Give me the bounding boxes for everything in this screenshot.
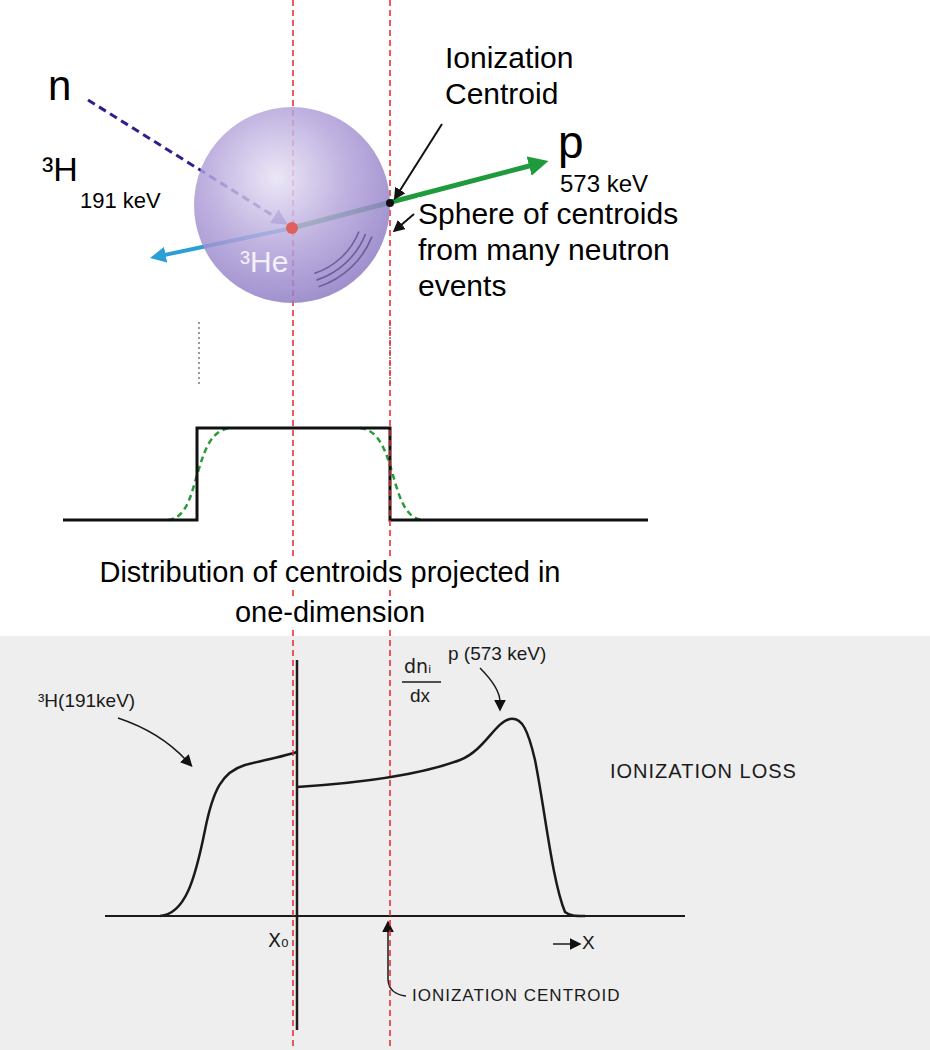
sphere-body [194,107,390,303]
axis-label: dx [410,685,430,706]
axis-label: X₀ [268,929,289,951]
energy-label: 573 keV [560,170,648,197]
shell-arc [314,232,359,274]
centroid-sphere: ³He [194,107,390,303]
callout-label: Ionization Centroid [445,41,573,110]
triton-curve [160,752,297,916]
projection-guide [198,322,200,384]
label-anchor: Sphere of centroids from many neutron ev… [418,196,728,304]
callout-label: Sphere of centroids from many neutron ev… [418,197,678,302]
axis-label: dnᵢ [404,655,432,677]
capture-point [286,222,298,234]
leader-arrow [118,718,186,760]
leader-arrow [480,668,500,702]
energy-label: 191 keV [80,188,161,213]
centroid-point [386,199,394,207]
label-anchor: dx [410,685,430,707]
curve-label: ³H(191keV) [38,690,135,711]
shell-arc [319,237,372,287]
plot-title: IONIZATION LOSS [610,760,797,782]
label-anchor: dnᵢ [404,656,432,678]
node-text: ³He [240,245,288,279]
plot-panel [0,636,930,1050]
label-anchor: 573 keV [560,170,648,198]
reference-line [389,0,391,1050]
label-anchor: IONIZATION CENTROID [412,986,621,1006]
particle-label: n [48,62,71,109]
proton-curve [297,719,585,916]
leader-arrow [399,124,442,192]
label-anchor: IONIZATION LOSS [610,760,797,783]
label-anchor: Distribution of centroids projected in o… [90,552,570,632]
label-anchor: Ionization Centroid [445,40,615,112]
distribution-caption: Distribution of centroids projected in o… [99,556,560,628]
label-anchor: 191 keV [80,188,161,213]
smeared-edge [168,428,230,520]
particle-label: p [558,116,584,168]
label-anchor: p (573 keV) [448,643,546,665]
curve-label: p (573 keV) [448,643,546,664]
sphere-outline [194,107,390,303]
label-anchor: n [48,62,71,110]
x-axis [105,915,685,917]
origin-line [296,660,299,1030]
particle-label: ³H [42,150,78,188]
callout-label: IONIZATION CENTROID [412,986,621,1005]
label-anchor: p [558,116,584,169]
label-anchor: X [582,932,595,954]
leader-arrow [400,214,414,226]
label-anchor: ³H(191keV) [38,690,135,712]
step-distribution [63,428,648,520]
axis-arrow [553,943,572,945]
label-anchor: ³H [42,150,78,189]
fraction-bar [402,681,441,683]
label-anchor: X₀ [268,930,289,952]
axis-label: X [582,932,595,953]
